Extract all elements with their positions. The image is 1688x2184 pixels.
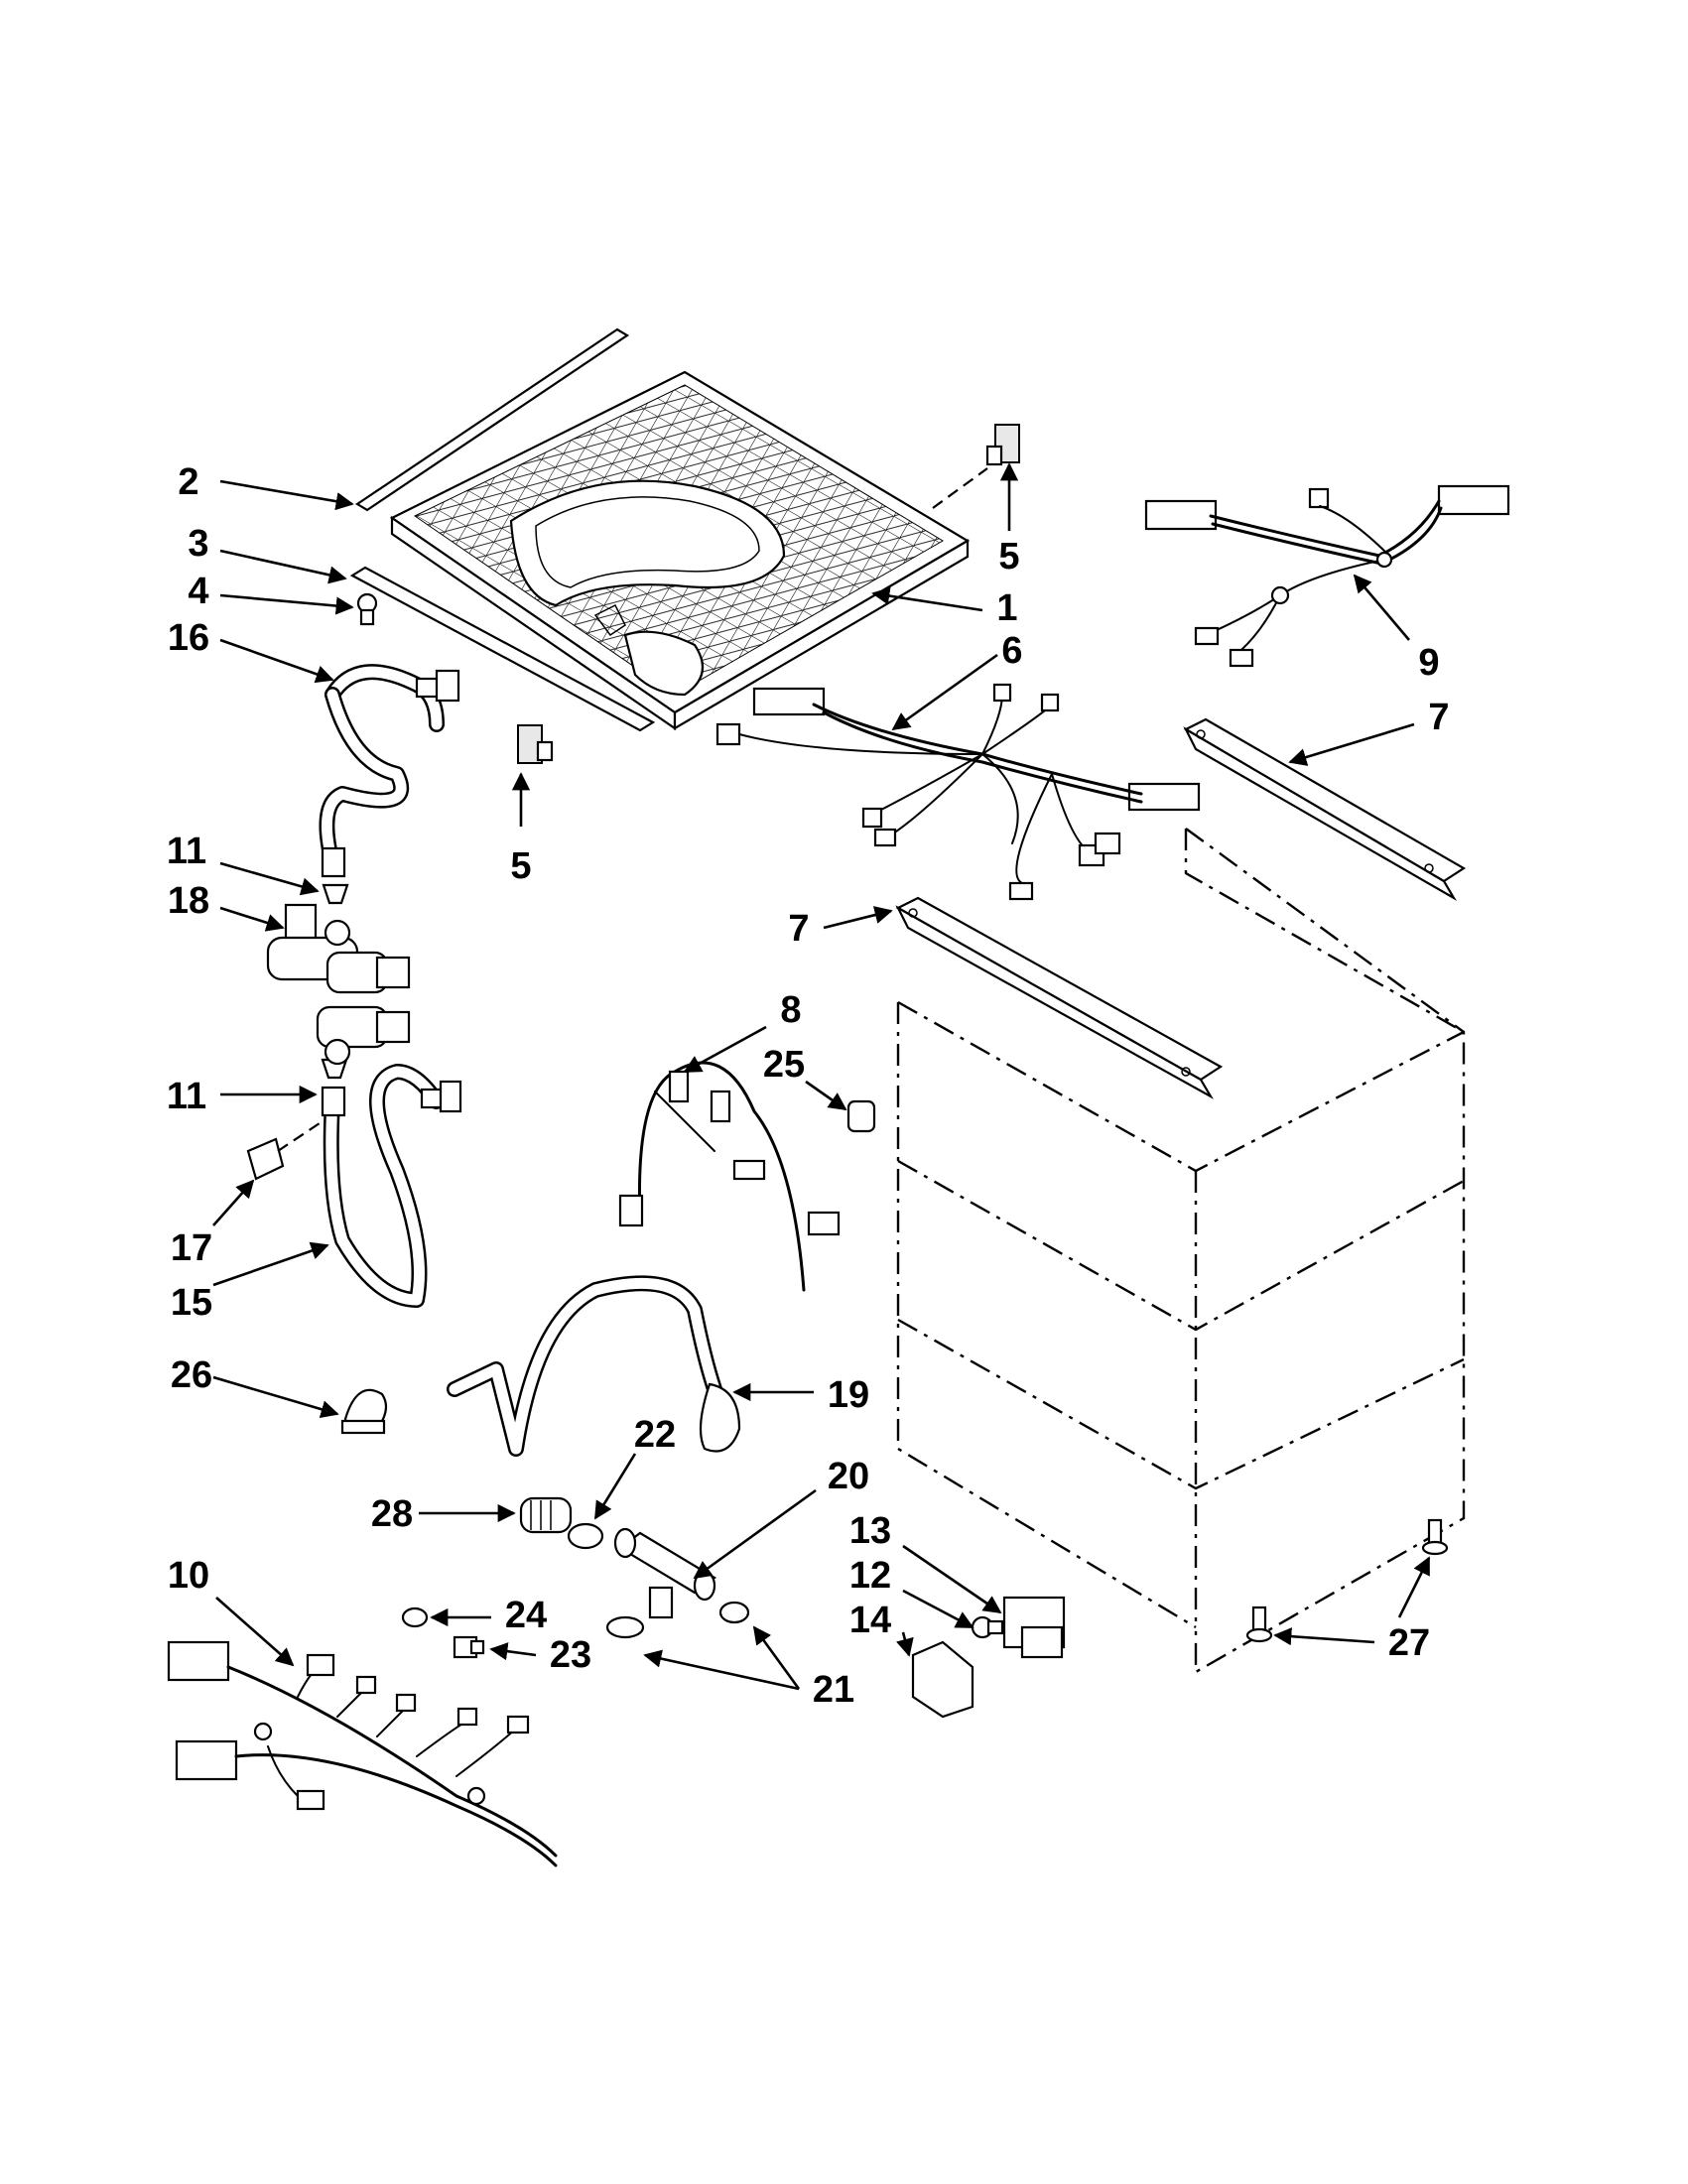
level-switch	[1002, 1596, 1066, 1659]
callout-7-upper: 7	[1428, 697, 1449, 738]
clamp-21-left	[605, 1615, 645, 1639]
drain-hose	[447, 1275, 741, 1457]
callout-12: 12	[849, 1555, 891, 1597]
callout-24: 24	[505, 1595, 547, 1636]
clip-upper	[985, 424, 1020, 466]
cabinet-bracket-lower	[895, 896, 1224, 1099]
clamp-21-right	[718, 1601, 750, 1624]
callout-20: 20	[828, 1456, 869, 1497]
wire-harness-main	[715, 683, 1201, 901]
callout-3: 3	[188, 523, 208, 565]
wire-harness-lower	[167, 1640, 558, 1867]
callout-6: 6	[1001, 630, 1022, 672]
cover-box	[911, 1640, 974, 1719]
callout-17: 17	[171, 1227, 212, 1269]
front-rail	[349, 566, 656, 732]
top-panel	[389, 370, 971, 731]
hose-clamp-bracket	[340, 1388, 388, 1435]
callout-15: 15	[171, 1282, 212, 1324]
callout-14: 14	[849, 1600, 891, 1641]
panel-strip	[354, 327, 630, 512]
callout-27: 27	[1388, 1622, 1430, 1664]
callout-16: 16	[168, 617, 209, 659]
bolt	[453, 1635, 485, 1659]
leader-lines	[212, 462, 1431, 1691]
callout-25: 25	[763, 1044, 805, 1086]
cabinet-frame	[896, 828, 1466, 1675]
callout-28: 28	[371, 1493, 413, 1535]
wire-harness-upper-right	[1144, 484, 1510, 668]
hose-bracket	[246, 1137, 285, 1181]
callout-5-upper: 5	[998, 536, 1019, 578]
cabinet-bracket-upper	[1183, 717, 1467, 902]
switch-screw	[971, 1615, 1004, 1639]
callout-10: 10	[168, 1555, 209, 1597]
callout-18: 18	[168, 880, 209, 922]
wire-clip	[846, 1099, 876, 1133]
inlet-screen-upper	[322, 883, 349, 905]
sensor-harness	[618, 1061, 841, 1292]
fill-hose-upper	[319, 664, 460, 878]
callout-21: 21	[813, 1669, 854, 1711]
clip-lower	[517, 724, 554, 764]
leveling-foot-right	[1421, 1518, 1449, 1556]
callout-4: 4	[188, 571, 208, 612]
callout-11-upper: 11	[167, 831, 206, 872]
callout-22: 22	[634, 1414, 676, 1456]
callout-26: 26	[171, 1354, 212, 1396]
leveling-foot-left	[1245, 1606, 1273, 1643]
washer	[401, 1606, 429, 1628]
callout-13: 13	[849, 1510, 891, 1552]
callout-9: 9	[1418, 642, 1439, 684]
clamp-22	[567, 1522, 604, 1550]
callout-8: 8	[780, 989, 801, 1031]
water-inlet-valve	[266, 903, 411, 1066]
drain-coupling	[519, 1496, 573, 1534]
callout-23: 23	[550, 1634, 591, 1676]
screw	[356, 592, 378, 626]
fill-hose-lower	[321, 1064, 462, 1308]
callout-1: 1	[996, 587, 1017, 629]
callout-2: 2	[178, 461, 198, 503]
callout-5-lower: 5	[510, 845, 531, 887]
callout-19: 19	[828, 1374, 869, 1416]
callout-labels: 2 3 4 16 5 1 6 9 7 5 11 18 7 8 25 11 17 …	[167, 461, 1450, 1711]
callout-11-lower: 11	[167, 1076, 206, 1117]
callout-7-lower: 7	[788, 908, 809, 950]
